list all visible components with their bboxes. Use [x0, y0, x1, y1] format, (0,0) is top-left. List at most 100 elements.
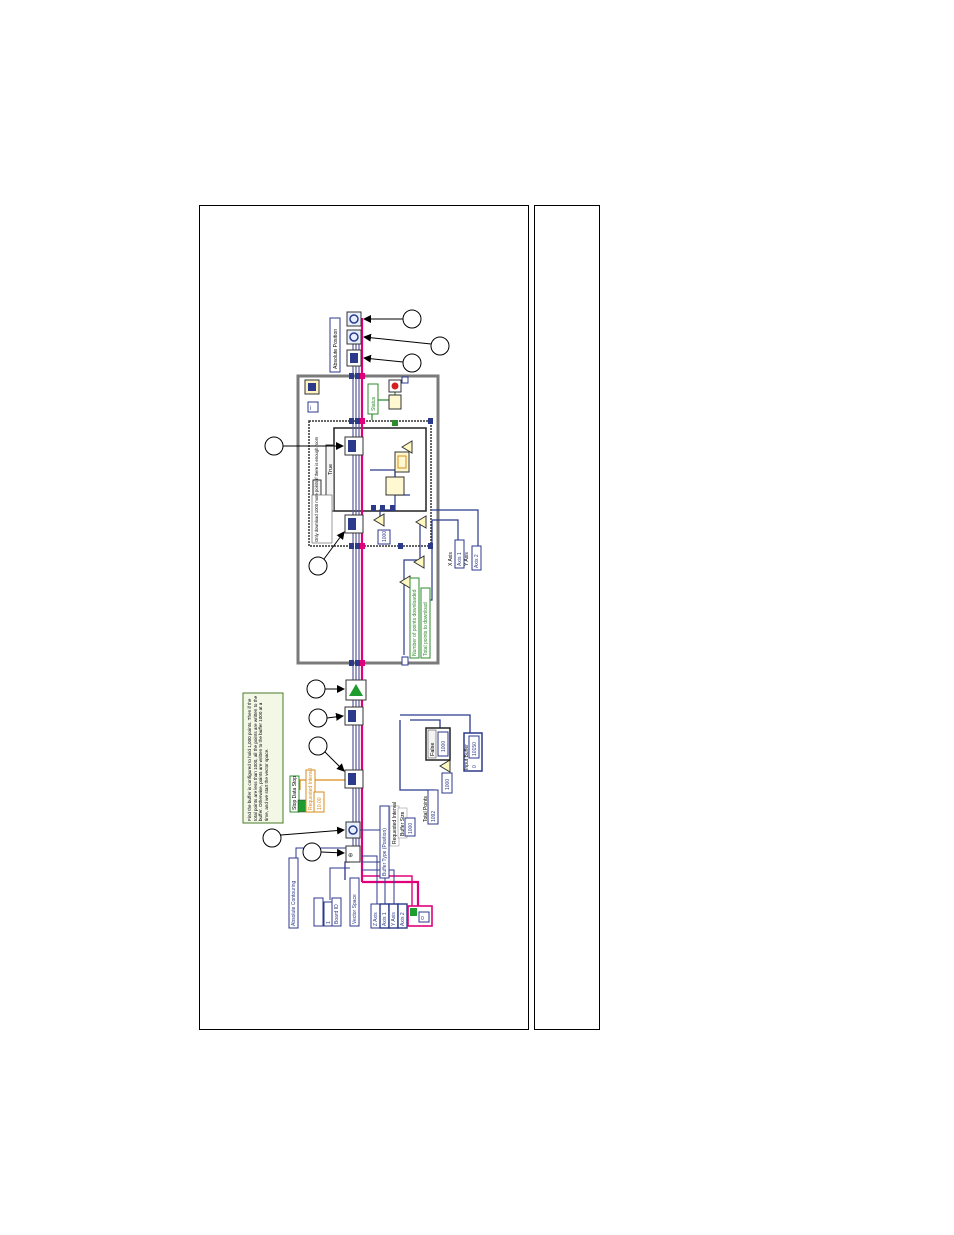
total-points-control[interactable]: 1092 Total Points: [423, 789, 439, 825]
compare-node-d[interactable]: [413, 555, 425, 569]
buffer-type-label: Buffer Type (Position): [382, 828, 388, 876]
svg-text:⊕: ⊕: [348, 853, 353, 859]
absolute-contouring-control[interactable]: Absolute Contouring: [288, 857, 299, 929]
z-axis-control[interactable]: Z Axis: [370, 903, 381, 929]
wire-buffer: [400, 714, 471, 733]
requested-interval-label-group: Requested Interval: [389, 802, 400, 847]
constant-1000-d-label: 1000: [408, 823, 414, 834]
wire-axis-list: [432, 519, 459, 548]
only-download-comment: Only download 1000 more points if there …: [314, 436, 319, 542]
callout-circle-icon: [308, 556, 328, 576]
callout-circle-icon: [402, 309, 422, 329]
stop-data-control[interactable]: Stop Data Stop: [289, 775, 300, 813]
stop-icon[interactable]: [388, 379, 402, 393]
x-axis-value-label: Axis 1: [382, 912, 388, 926]
callout-circles: [262, 309, 450, 862]
node-read-position[interactable]: [346, 311, 362, 327]
loop-condition: [388, 394, 402, 410]
total-points-value: 1092: [431, 811, 437, 822]
requested-interval-label: Requested Interval: [308, 768, 314, 810]
false-case-label: False: [430, 743, 436, 756]
green-tunnel: [392, 420, 398, 426]
axis-2-control-lower[interactable]: Axis 2: [397, 903, 408, 929]
case-structure-false[interactable]: False 1000: [425, 727, 451, 761]
absolute-position-label: Absolute Position: [333, 329, 339, 369]
total-to-download-indicator: Total points to download: [420, 587, 431, 659]
constant-1000-d[interactable]: 1000: [404, 817, 416, 837]
axis-2-control[interactable]: Axis 2: [471, 545, 482, 571]
wire-board: [329, 867, 350, 900]
node-write-buffer[interactable]: [344, 436, 364, 456]
callout-circle-icon: [308, 708, 328, 728]
requested-interval-value[interactable]: 10.00: [313, 791, 325, 813]
requested-interval-value-label: 10.00: [317, 797, 323, 810]
compare-node-f[interactable]: [439, 759, 451, 773]
points-downloaded-label: Number of points downloaded: [412, 589, 418, 656]
compare-node-b[interactable]: [373, 513, 385, 527]
loop-tunnels: [349, 373, 433, 666]
shift-register-left: [401, 656, 409, 666]
node-check-move[interactable]: [346, 349, 362, 367]
callout-circle-icon: [402, 353, 422, 373]
vector-space-label: Vector Space: [352, 894, 358, 924]
node-configure-buffer[interactable]: [344, 706, 364, 726]
side-margin-frame: [534, 205, 600, 1030]
buffer-comment-text: Find the buffer is configured to hold 1,…: [247, 695, 269, 821]
node-check-buffer[interactable]: [344, 514, 364, 534]
compare-node-c[interactable]: [415, 515, 427, 529]
vector-space-control[interactable]: Vector Space: [349, 877, 360, 927]
loop-iteration-terminal: i: [307, 401, 319, 413]
x-axis-control[interactable]: Axis 1: [379, 903, 390, 929]
callout-circle-icon: [430, 336, 450, 356]
axis-list-control[interactable]: Axis 1: [454, 539, 465, 569]
wire-vector-space: [344, 861, 350, 880]
requested-points-label: Requested Interval: [392, 802, 398, 844]
axis-x-label-group: X Axis Y Axis: [448, 552, 470, 566]
node-array-size[interactable]: [385, 476, 405, 496]
total-points-label: Total Points: [423, 796, 429, 822]
wire-y-axis: [362, 869, 395, 905]
svg-text:0: 0: [421, 916, 424, 922]
svg-text:i: i: [310, 406, 311, 412]
node-array-subset[interactable]: [394, 451, 410, 473]
node-load-vector-space[interactable]: [344, 769, 364, 789]
case-structure-outer: [308, 420, 432, 547]
stop-data-toggle[interactable]: [297, 799, 307, 813]
diagram-frame: [199, 205, 529, 1030]
wire-z-axis: [362, 855, 378, 905]
run-arrow-icon[interactable]: [345, 679, 367, 701]
axis-1-label: Axis 1: [457, 552, 463, 566]
absolute-contouring-label: Absolute Contouring: [291, 880, 297, 926]
callout-circle-icon: [306, 679, 326, 699]
input-buffer-control[interactable]: 10150 0 Input Buffer: [463, 732, 483, 772]
z-axis-label: Z Axis: [373, 912, 379, 926]
compare-node-a[interactable]: [401, 440, 413, 454]
y-axis-control[interactable]: Y Axis: [388, 903, 399, 929]
node-load-velocity[interactable]: [345, 821, 361, 839]
buffer-comment-box: Find the buffer is configured to hold 1,…: [242, 692, 284, 824]
constant-1000-c[interactable]: 1000: [441, 772, 453, 794]
input-buffer-label: Input Buffer: [464, 744, 470, 770]
input-buffer-value: 10150: [472, 742, 478, 756]
requested-interval-control[interactable]: Requested Interval: [305, 768, 316, 813]
compare-node-e[interactable]: [399, 575, 411, 589]
loop-stop-terminal: [401, 376, 409, 384]
buffer-type-control[interactable]: Buffer Type (Position): [379, 805, 390, 879]
buffer-size-label: Buffer Size: [400, 811, 406, 836]
board-id-control[interactable]: Board ID 1: [313, 897, 342, 927]
case-true-label: True: [328, 464, 334, 475]
x-axis-label-right: X Axis: [448, 552, 454, 566]
total-to-download-label: Total points to download: [423, 602, 429, 656]
stop-data-label: Stop Data Stop: [292, 776, 298, 810]
constant-1000-a[interactable]: 1000: [377, 529, 391, 545]
board-id-label: Board ID: [334, 904, 340, 924]
callout-circle-icon: [308, 736, 328, 756]
axis-2-label: Axis 2: [474, 554, 480, 568]
node-motion-status[interactable]: [346, 329, 362, 345]
error-out-wire-2: [362, 875, 413, 912]
y-axis-label: Y Axis: [391, 912, 397, 926]
constant-1000-a-label: 1000: [382, 531, 388, 542]
board-id-value: 1: [326, 921, 332, 924]
node-set-operation-mode[interactable]: ⊕: [345, 845, 361, 863]
error-out-indicator: 0: [407, 905, 433, 927]
